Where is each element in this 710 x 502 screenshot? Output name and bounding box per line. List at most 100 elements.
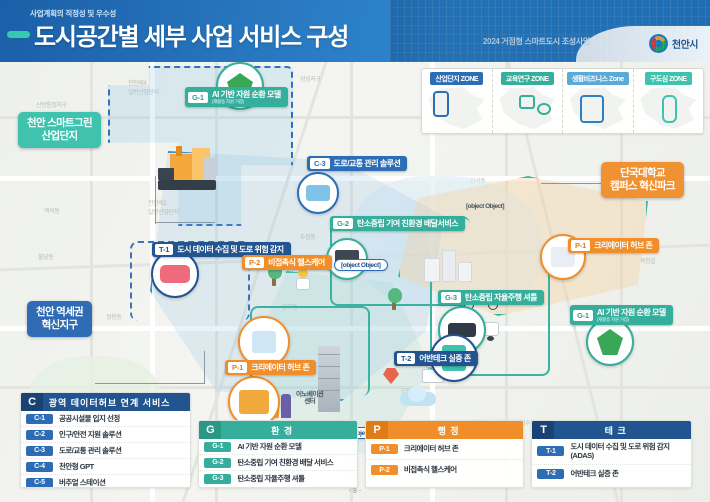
legend-group-header: C 광역 데이터허브 연계 서비스 bbox=[21, 393, 191, 411]
legend-item[interactable]: C-5 버추얼 스테이션 bbox=[21, 475, 190, 487]
callout-text: 어반테크 실증 존 bbox=[419, 354, 471, 363]
legend-item-name: 탄소중립 자율주행 셔틀 bbox=[237, 473, 305, 483]
callout-g1-left[interactable]: G-1 AI 기반 자원 순환 모델 (재활용 자원 거점) bbox=[185, 87, 288, 107]
callout-c3[interactable]: C-3 도로/교통 관리 솔루션 bbox=[307, 156, 408, 171]
leader-line bbox=[95, 383, 205, 385]
legend-group-g: G 환 경 G-1 AI 기반 자원 순환 모델 G-2 탄소중립 기여 친환경… bbox=[198, 420, 358, 488]
callout-p2[interactable]: P-2 비접촉식 헬스케어 bbox=[242, 255, 332, 270]
zone-legend-item-living-business[interactable]: 생활비즈니스 Zone bbox=[563, 69, 634, 133]
district-tag-station-innovation: 천안 역세권 혁신지구 bbox=[27, 301, 93, 338]
zone-legend-item-industrial[interactable]: 산업단지 ZONE bbox=[422, 69, 493, 133]
callout-text: 비접촉식 헬스케어 bbox=[268, 258, 325, 267]
district-tag-line1: 천안 스마트그린 bbox=[27, 117, 93, 129]
residential-illustration bbox=[420, 246, 480, 290]
legend-item[interactable]: G-1 AI 기반 자원 순환 모델 bbox=[199, 439, 357, 455]
legend-item[interactable]: G-2 탄소중립 기여 친환경 배달 서비스 bbox=[199, 455, 357, 471]
legend-group-key: T bbox=[532, 421, 555, 439]
marker-pin-illustration bbox=[383, 368, 399, 390]
legend-group-header: P 행 정 bbox=[365, 421, 524, 439]
callout-g3[interactable]: G-3 탄소중립 자율주행 셔틀 bbox=[438, 290, 544, 305]
legend-group-key: P bbox=[365, 421, 388, 439]
callout-g1-right[interactable]: G-1 AI 기반 자원 순환 모델 (재활용 자원 거점) bbox=[570, 305, 673, 325]
poi-anseo-university-area: [object Object] bbox=[466, 203, 505, 210]
legend-group-key: C bbox=[21, 393, 43, 411]
legend-item[interactable]: T-2 어반테크 실증 존 bbox=[532, 465, 691, 483]
legend-item-name: AI 기반 자원 순환 모델 bbox=[237, 441, 302, 451]
legend-item[interactable]: C-3 도로/교통 관리 솔루션 bbox=[21, 443, 191, 459]
legend-group-c: C 광역 데이터허브 연계 서비스 C-1 공공시설물 입지 선정 C-2 인구… bbox=[20, 392, 192, 488]
header-eyebrow: 사업계획의 적정성 및 우수성 bbox=[30, 9, 117, 18]
brand-logo: 천안시 bbox=[648, 34, 699, 53]
legend-item-code: C-2 bbox=[26, 429, 53, 440]
map-bg-label: 천안제4 일반산업단지 bbox=[128, 81, 159, 96]
zone-legend-item-education[interactable]: 교육연구 ZONE bbox=[493, 69, 563, 133]
zone-legend-item-old-downtown[interactable]: 구도심 ZONE bbox=[634, 69, 704, 133]
callout-text: 탄소중립 자율주행 셔틀 bbox=[464, 293, 538, 302]
scooter-illustration bbox=[292, 268, 318, 294]
legend-group-header: G 환 경 bbox=[199, 421, 357, 439]
zone-thumbnail-icon bbox=[569, 87, 626, 129]
zone-thumbnail-icon bbox=[640, 87, 697, 129]
zone-legend-label: 구도심 ZONE bbox=[644, 72, 692, 85]
callout-t2[interactable]: T-2 어반테크 실증 존 bbox=[394, 351, 478, 366]
district-tag-line1: 단국대학교 bbox=[620, 167, 666, 179]
page-number: - 8 - bbox=[348, 488, 362, 495]
road-line bbox=[620, 56, 623, 502]
zone-legend-label: 생활비즈니스 Zone bbox=[566, 72, 629, 85]
legend-item-code: C-5 bbox=[26, 477, 53, 487]
page-title: 도시공간별 세부 사업 서비스 구성 bbox=[34, 24, 349, 51]
callout-subtext: (재활용 자원 거점) bbox=[211, 99, 244, 104]
callout-t1[interactable]: T-1 도시 데이터 수집 및 도로 위험 감지 bbox=[152, 242, 291, 257]
legend-group-title: 테 크 bbox=[604, 425, 627, 436]
map-bg-label: 불당동 bbox=[38, 255, 54, 261]
callout-code: P-1 bbox=[571, 240, 591, 251]
map-bg-label: 천안제2 일반산업단지 bbox=[148, 201, 179, 216]
cheonan-city-logo-icon bbox=[648, 34, 668, 53]
legend-group-key: G bbox=[199, 421, 222, 439]
callout-text: 탄소중립 기여 친환경 배달서비스 bbox=[356, 219, 459, 228]
callout-text: 크리에이터 허브 존 bbox=[594, 241, 653, 250]
legend-item-code: T-1 bbox=[537, 446, 565, 457]
road-line bbox=[90, 56, 93, 502]
callout-text: AI 기반 자원 순환 모델 (재활용 자원 거점) bbox=[211, 90, 281, 104]
route-path bbox=[430, 266, 550, 376]
legend-item[interactable]: C-1 공공시설물 입지 선정 bbox=[21, 411, 191, 427]
legend-group-title: 행 정 bbox=[437, 425, 460, 436]
map-bg-label: 백석동 bbox=[44, 209, 60, 215]
legend-item-code: C-4 bbox=[26, 461, 53, 472]
district-tag-dankook-campus-park: 단국대학교 캠퍼스 혁신파크 bbox=[601, 162, 684, 199]
marker-circle-g1-right bbox=[586, 318, 634, 366]
brand-name: 천안시 bbox=[671, 40, 699, 51]
road-line bbox=[215, 56, 218, 502]
header-curve-decoration bbox=[576, 26, 710, 62]
cloud-illustration bbox=[400, 386, 436, 408]
map-canvas: 천안제4 일반산업단지 신방통정지구 천안제2 일반산업단지 성성지구 백석동 … bbox=[0, 56, 710, 502]
callout-code: G-1 bbox=[573, 309, 593, 321]
legend-item-name: 비접촉식 헬스케어 bbox=[403, 465, 457, 475]
callout-code: P-1 bbox=[228, 362, 248, 373]
legend-item[interactable]: P-2 비접촉식 헬스케어 bbox=[366, 460, 524, 480]
legend-item[interactable]: T-1 도시 데이터 수집 및 도로 위험 감지 (ADAS) bbox=[532, 439, 691, 465]
callout-p1-right[interactable]: P-1 크리에이터 허브 존 bbox=[568, 238, 660, 253]
legend-item[interactable]: C-4 천안형 GPT bbox=[21, 459, 191, 475]
callout-code: C-3 bbox=[310, 158, 330, 169]
callout-text: 크리에이터 허브 존 bbox=[251, 363, 310, 372]
callout-p1-left[interactable]: P-1 크리에이터 허브 존 bbox=[225, 360, 317, 375]
callout-g2[interactable]: G-2 탄소중립 기여 친환경 배달서비스 bbox=[330, 216, 466, 231]
callout-code: P-2 bbox=[245, 257, 265, 268]
legend-item-code: G-3 bbox=[204, 473, 232, 484]
district-tag-line1: 천안 역세권 bbox=[36, 306, 84, 318]
road-line bbox=[0, 326, 710, 331]
road-line bbox=[0, 116, 710, 119]
legend-item[interactable]: P-1 크리에이터 허브 존 bbox=[365, 439, 524, 460]
tree-illustration bbox=[388, 288, 402, 310]
legend-item[interactable]: G-3 탄소중립 자율주행 셔틀 bbox=[199, 471, 357, 486]
map-bg-label: 두정동 bbox=[300, 235, 316, 241]
map-bg-label: 쌍용동 bbox=[106, 315, 122, 321]
marker-circle-p1-right bbox=[540, 234, 586, 280]
factory-illustration bbox=[152, 144, 228, 196]
slide-header: 사업계획의 적정성 및 우수성 도시공간별 세부 사업 서비스 구성 2024 … bbox=[0, 0, 710, 62]
legend-item[interactable]: C-2 인구/안전 지원 솔루션 bbox=[21, 427, 191, 443]
legend-item-code: C-3 bbox=[26, 445, 53, 456]
